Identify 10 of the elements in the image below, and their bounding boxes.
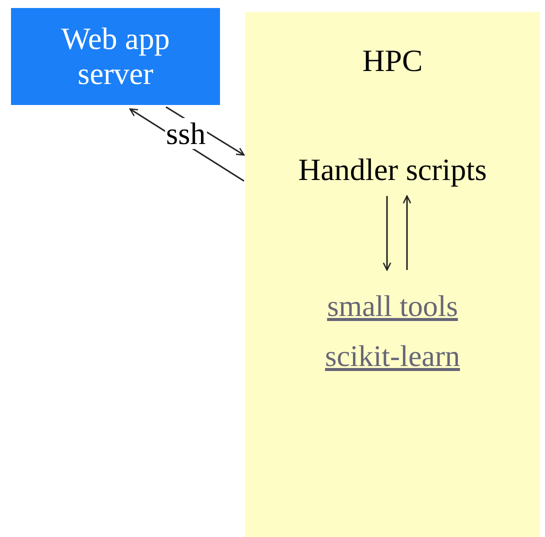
edge-label: ssh bbox=[165, 118, 207, 149]
node-label: Handler scripts bbox=[297, 152, 488, 188]
arrow bbox=[382, 196, 392, 271]
panel-title: HPC bbox=[361, 44, 424, 79]
server-box bbox=[11, 8, 220, 105]
link-text: scikit-learn bbox=[325, 340, 460, 373]
hpc-panel bbox=[245, 12, 540, 537]
link-text: small tools bbox=[327, 290, 458, 323]
arrow bbox=[402, 195, 412, 270]
server-label: Web app server bbox=[60, 22, 171, 92]
